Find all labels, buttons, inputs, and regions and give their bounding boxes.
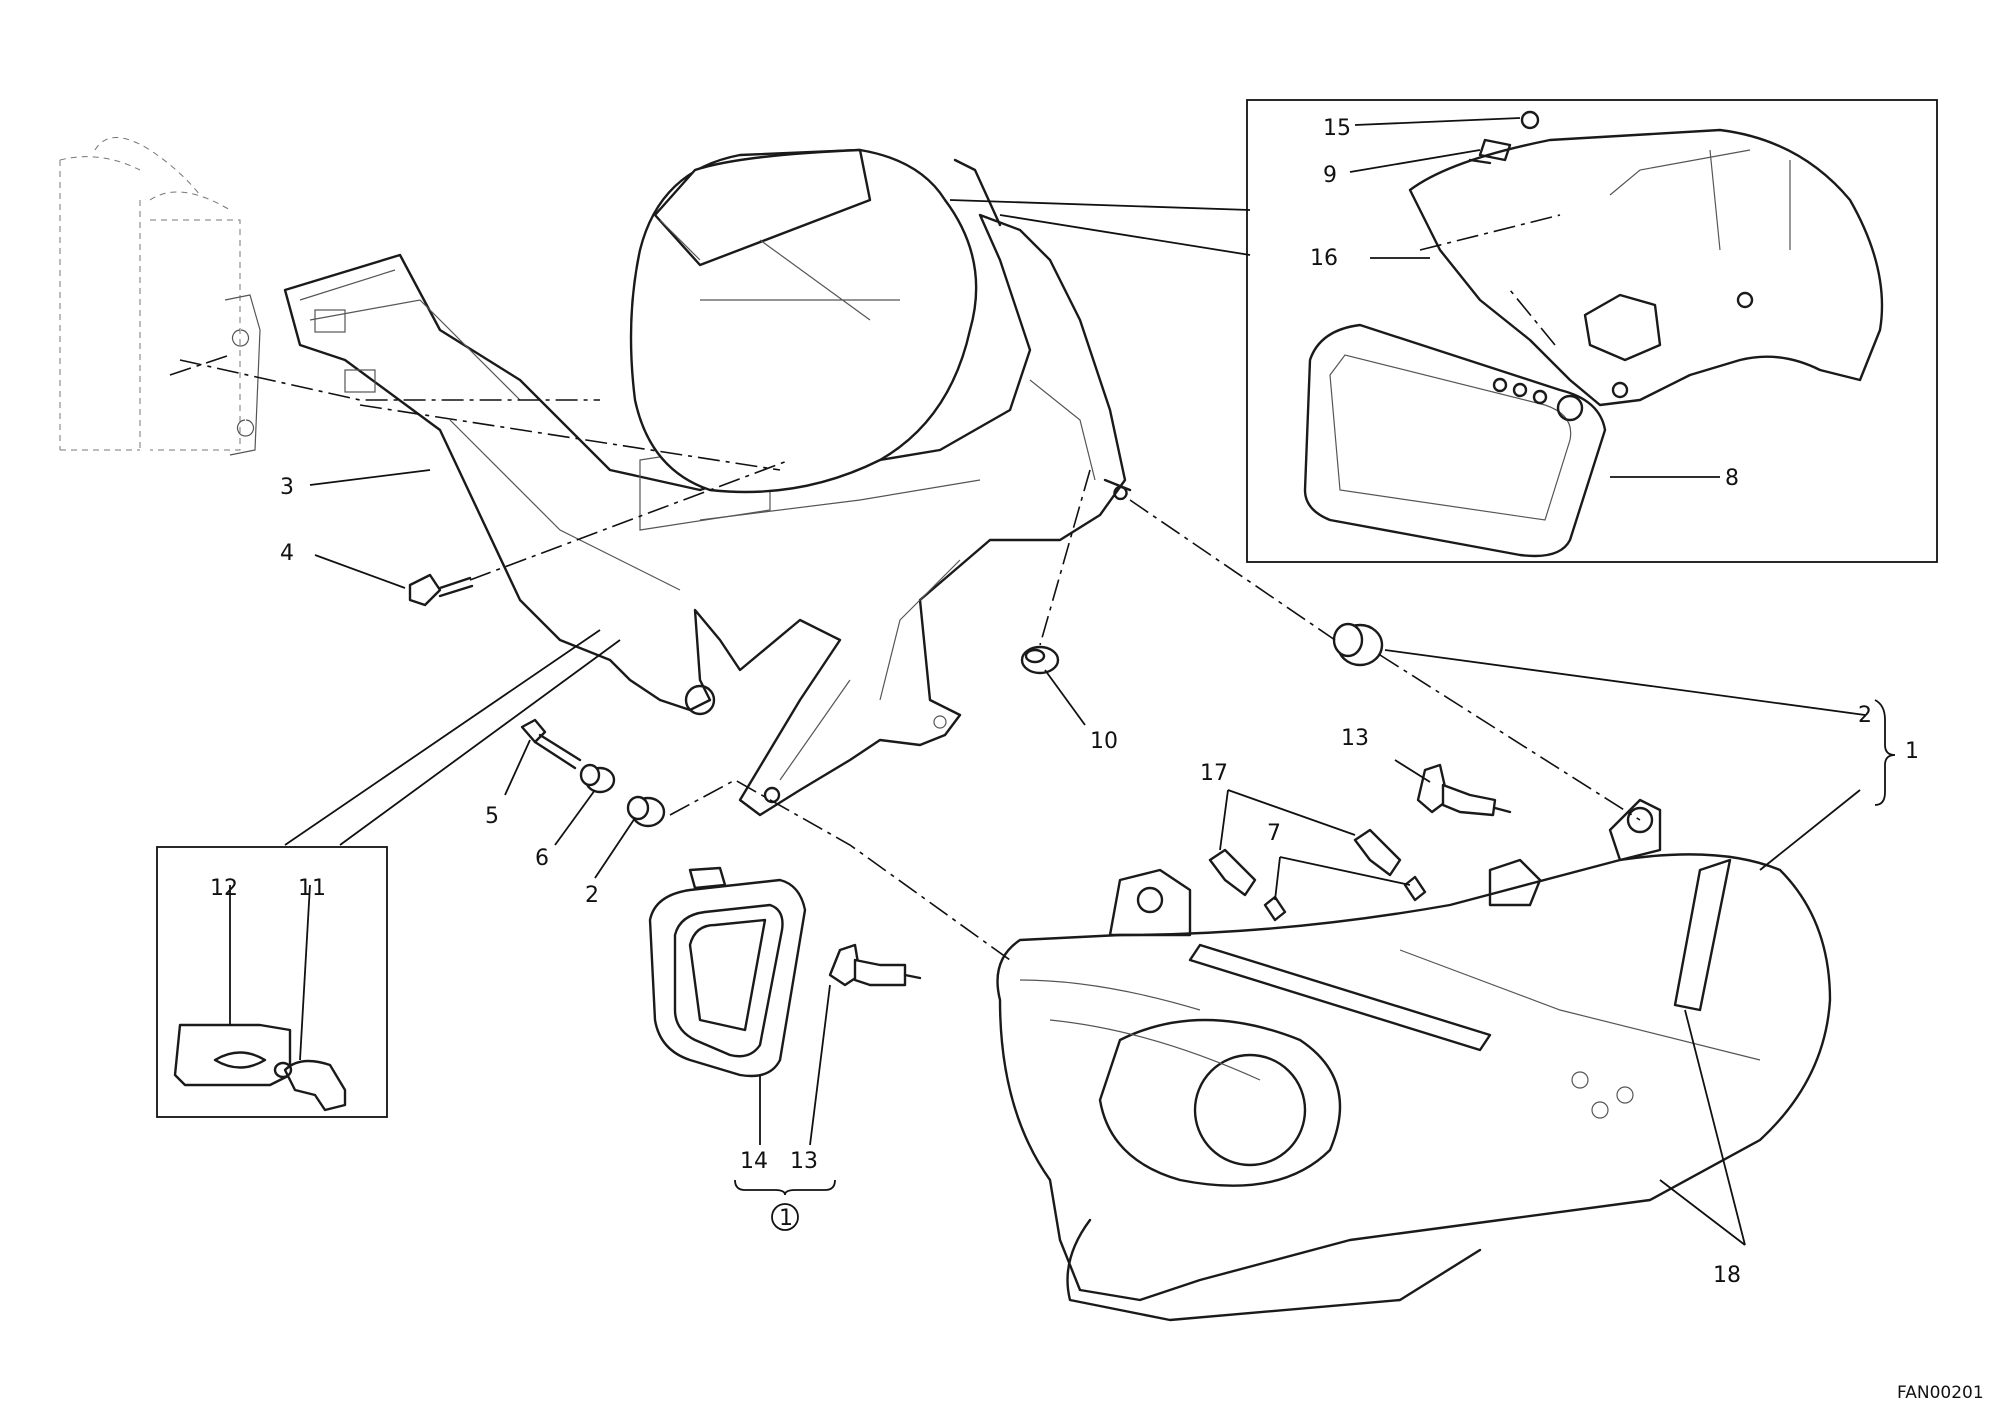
bulb-7-left (1263, 895, 1287, 922)
headlight-support-frame (283, 213, 1132, 817)
group-marker-circled-1: 1 (779, 1206, 793, 1231)
callout-13-upper: 13 (1341, 726, 1369, 751)
callout-8: 8 (1725, 466, 1739, 491)
cluster-screw-9 (1468, 138, 1512, 165)
callout-6: 6 (535, 846, 549, 871)
callout-12: 12 (210, 876, 238, 901)
bulb-7-right (1403, 875, 1427, 902)
instrument-panel (1303, 323, 1607, 558)
bolt-4 (408, 573, 474, 607)
callout-17: 17 (1200, 761, 1228, 786)
instrument-cowl (629, 148, 1002, 494)
callout-16: 16 (1310, 246, 1338, 271)
callout-13-lower: 13 (790, 1149, 818, 1174)
callout-labels: 1 2 2 3 4 5 6 7 8 9 10 11 12 13 13 14 15… (210, 116, 1919, 1288)
connector-detail-box (156, 846, 388, 1118)
spacer-6 (579, 763, 616, 794)
callout-5: 5 (485, 804, 499, 829)
grommet-2-upper (1332, 622, 1384, 667)
instrument-cluster-cover (1408, 128, 1884, 407)
callout-10: 10 (1090, 729, 1118, 754)
grommet-2-lower (626, 795, 666, 828)
bulb-13-lower (828, 943, 922, 987)
connector-elbow-11 (273, 1059, 347, 1112)
callout-3: 3 (280, 475, 294, 500)
callout-14: 14 (740, 1149, 768, 1174)
callout-7: 7 (1267, 821, 1281, 846)
callout-18: 18 (1713, 1263, 1741, 1288)
instrument-detail-box (1246, 99, 1938, 563)
leader-lines (229, 117, 1896, 1246)
callout-11: 11 (298, 876, 326, 901)
callout-1: 1 (1905, 739, 1919, 764)
position-light-housing-14 (648, 866, 807, 1078)
cluster-washer-15 (1520, 110, 1540, 130)
assembly-lines (169, 214, 1641, 961)
grommet-10 (1020, 645, 1060, 675)
connector-housing-12 (173, 1023, 292, 1087)
callout-2-lower: 2 (585, 883, 599, 908)
callout-15: 15 (1323, 116, 1351, 141)
callout-9: 9 (1323, 163, 1337, 188)
callout-4: 4 (280, 541, 294, 566)
bulb-socket-17-right (1353, 828, 1402, 877)
bolt-5 (520, 718, 582, 770)
frame-stub (59, 137, 261, 456)
drawing-code: FAN00201 (1897, 1383, 1984, 1403)
bulb-13-upper (1416, 763, 1512, 817)
callout-2-upper: 2 (1858, 703, 1872, 728)
bulb-socket-17-left (1208, 848, 1257, 897)
headlight-assembly (996, 798, 1832, 1322)
